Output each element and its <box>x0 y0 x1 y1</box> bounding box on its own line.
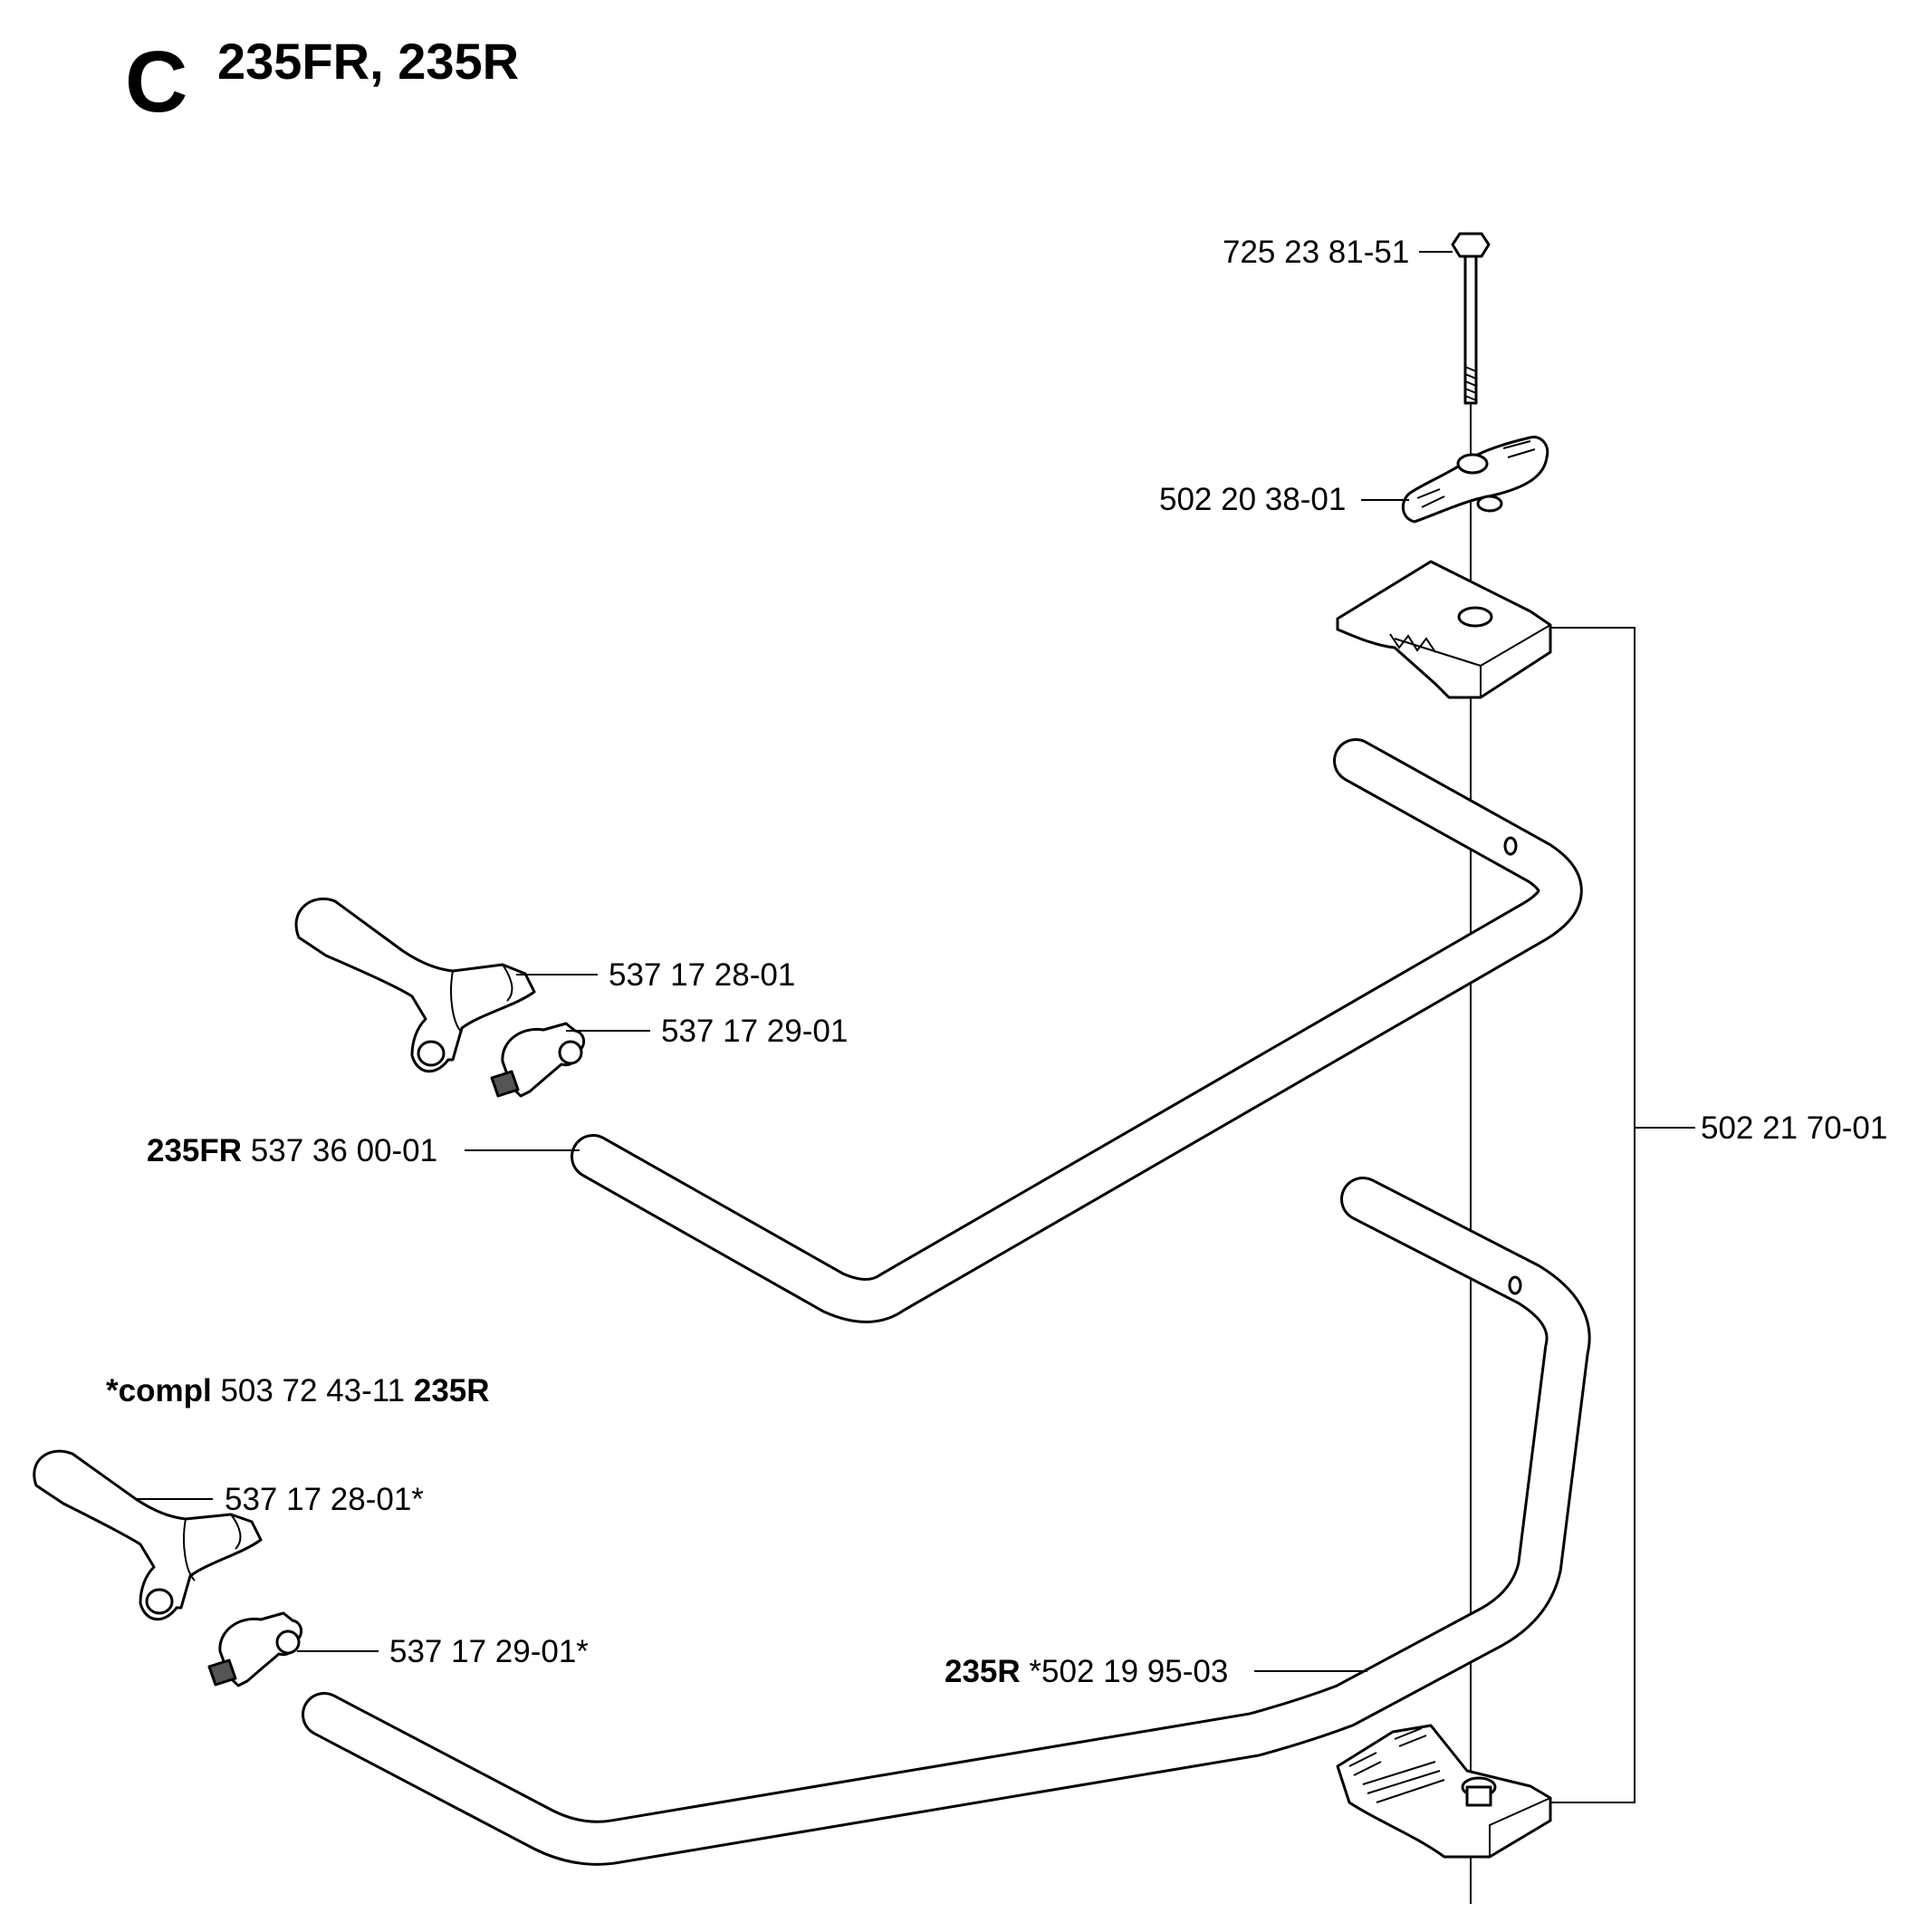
lower-bracket-part <box>1336 1724 1552 1859</box>
label-handlebar-235r-model: 235R <box>945 1654 1021 1689</box>
label-compl-prefix: *compl <box>106 1373 212 1408</box>
handle-clamp-235r-part <box>207 1611 303 1687</box>
handle-grip-part <box>294 897 536 1073</box>
label-bolt: 725 23 81-51 <box>1223 235 1409 270</box>
label-handlebar-235fr: 235FR 537 36 00-01 <box>147 1133 437 1168</box>
label-handlebar-235fr-part: 537 36 00-01 <box>251 1133 437 1168</box>
label-wing-nut: 502 20 38-01 <box>1159 482 1346 517</box>
upper-bracket-part <box>1336 560 1552 699</box>
leader-bracket-kit <box>1550 627 1695 1803</box>
label-handlebar-235r-part: *502 19 95-03 <box>1029 1654 1228 1689</box>
handle-clamp-part <box>490 1022 586 1098</box>
label-handlebar-235fr-model: 235FR <box>147 1133 242 1168</box>
label-bracket-kit: 502 21 70-01 <box>1701 1110 1887 1146</box>
label-handle-grip-star: 537 17 28-01* <box>225 1482 424 1517</box>
bolt-part <box>1451 232 1491 405</box>
label-handle-clamp: 537 17 29-01 <box>661 1014 848 1049</box>
handlebar-235r-part <box>302 1177 1591 1866</box>
handlebar-235fr-part <box>571 738 1583 1323</box>
label-handlebar-235r: 235R *502 19 95-03 <box>945 1654 1228 1689</box>
handle-grip-235r-part <box>33 1449 263 1621</box>
label-compl-model: 235R <box>414 1373 490 1408</box>
label-handle-grip: 537 17 28-01 <box>609 957 795 993</box>
label-handle-clamp-star: 537 17 29-01* <box>389 1634 589 1669</box>
section-letter: C <box>125 34 187 130</box>
label-compl: *compl 503 72 43-11 235R <box>106 1373 490 1408</box>
wing-nut-part <box>1401 435 1549 524</box>
page-title: 235FR, 235R <box>217 33 519 90</box>
label-compl-part: 503 72 43-11 <box>220 1373 405 1408</box>
